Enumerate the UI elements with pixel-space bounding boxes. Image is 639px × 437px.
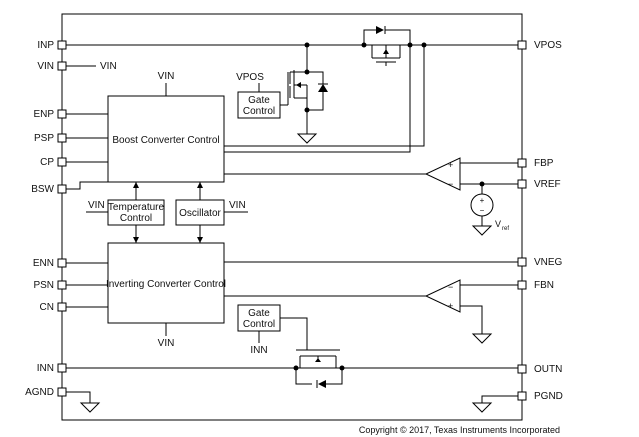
temperature-control-label-1: Temperature xyxy=(108,202,165,213)
gate-control-top-label-1: Gate xyxy=(248,95,270,106)
fbp-amplifier: + − xyxy=(224,157,518,191)
pin-enn: ENN xyxy=(33,258,54,269)
vpos-net xyxy=(66,26,518,153)
gate-control-bottom-label-1: Gate xyxy=(248,308,270,319)
ground-symbols xyxy=(66,391,518,413)
boost-switch-nmos xyxy=(280,45,328,144)
gate-control-top-label-2: Control xyxy=(243,106,275,117)
svg-text:−: − xyxy=(480,206,485,215)
vref-source: + − V ref xyxy=(470,184,509,236)
pin-outn: OUTN xyxy=(534,364,562,375)
gate-inn-label: INN xyxy=(250,345,267,356)
boost-vin-label: VIN xyxy=(158,71,175,82)
svg-text:−: − xyxy=(448,179,453,189)
inverting-converter-label: Inverting Converter Control xyxy=(106,279,226,290)
vref-label: V xyxy=(495,219,501,229)
gate-control-bottom-label-2: Control xyxy=(243,319,275,330)
boost-converter-label: Boost Converter Control xyxy=(112,135,219,146)
pin-inp: INP xyxy=(37,40,54,51)
pin-vref: VREF xyxy=(534,179,561,190)
svg-text:+: + xyxy=(448,301,453,311)
pin-inn: INN xyxy=(37,363,54,374)
pin-pgnd: PGND xyxy=(534,391,563,402)
vref-subscript: ref xyxy=(502,226,509,232)
pin-cn: CN xyxy=(40,302,54,313)
inverting-switch xyxy=(66,317,518,388)
pin-vneg: VNEG xyxy=(534,257,563,268)
gate-vpos-label: VPOS xyxy=(236,72,264,83)
pin-cp: CP xyxy=(40,157,54,168)
svg-text:+: + xyxy=(448,160,453,170)
pin-fbn: FBN xyxy=(534,280,554,291)
temperature-control-label-2: Control xyxy=(120,213,152,224)
inverting-vin-label: VIN xyxy=(158,338,175,349)
right-pin-squares xyxy=(517,40,527,401)
pin-vpos: VPOS xyxy=(534,40,562,51)
pin-agnd: AGND xyxy=(25,387,54,398)
temp-vin-label: VIN xyxy=(88,200,105,211)
left-pin-wires xyxy=(66,113,108,308)
pin-vin: VIN xyxy=(37,61,54,72)
pin-bsw: BSW xyxy=(31,184,54,195)
osc-vin-label: VIN xyxy=(229,200,246,211)
svg-text:+: + xyxy=(480,196,485,205)
pin-fbp: FBP xyxy=(534,158,554,169)
block-arrows xyxy=(133,182,203,243)
chip-outline xyxy=(61,13,523,421)
svg-text:−: − xyxy=(448,282,453,292)
copyright-text: Copyright © 2017, Texas Instruments Inco… xyxy=(359,425,560,435)
pin-enp: ENP xyxy=(33,109,54,120)
fbn-amplifier: − + xyxy=(224,261,518,344)
pin-psn: PSN xyxy=(33,280,54,291)
oscillator-label: Oscillator xyxy=(179,208,221,219)
pin-psp: PSP xyxy=(34,133,54,144)
vin-pin-net-label: VIN xyxy=(100,61,117,72)
